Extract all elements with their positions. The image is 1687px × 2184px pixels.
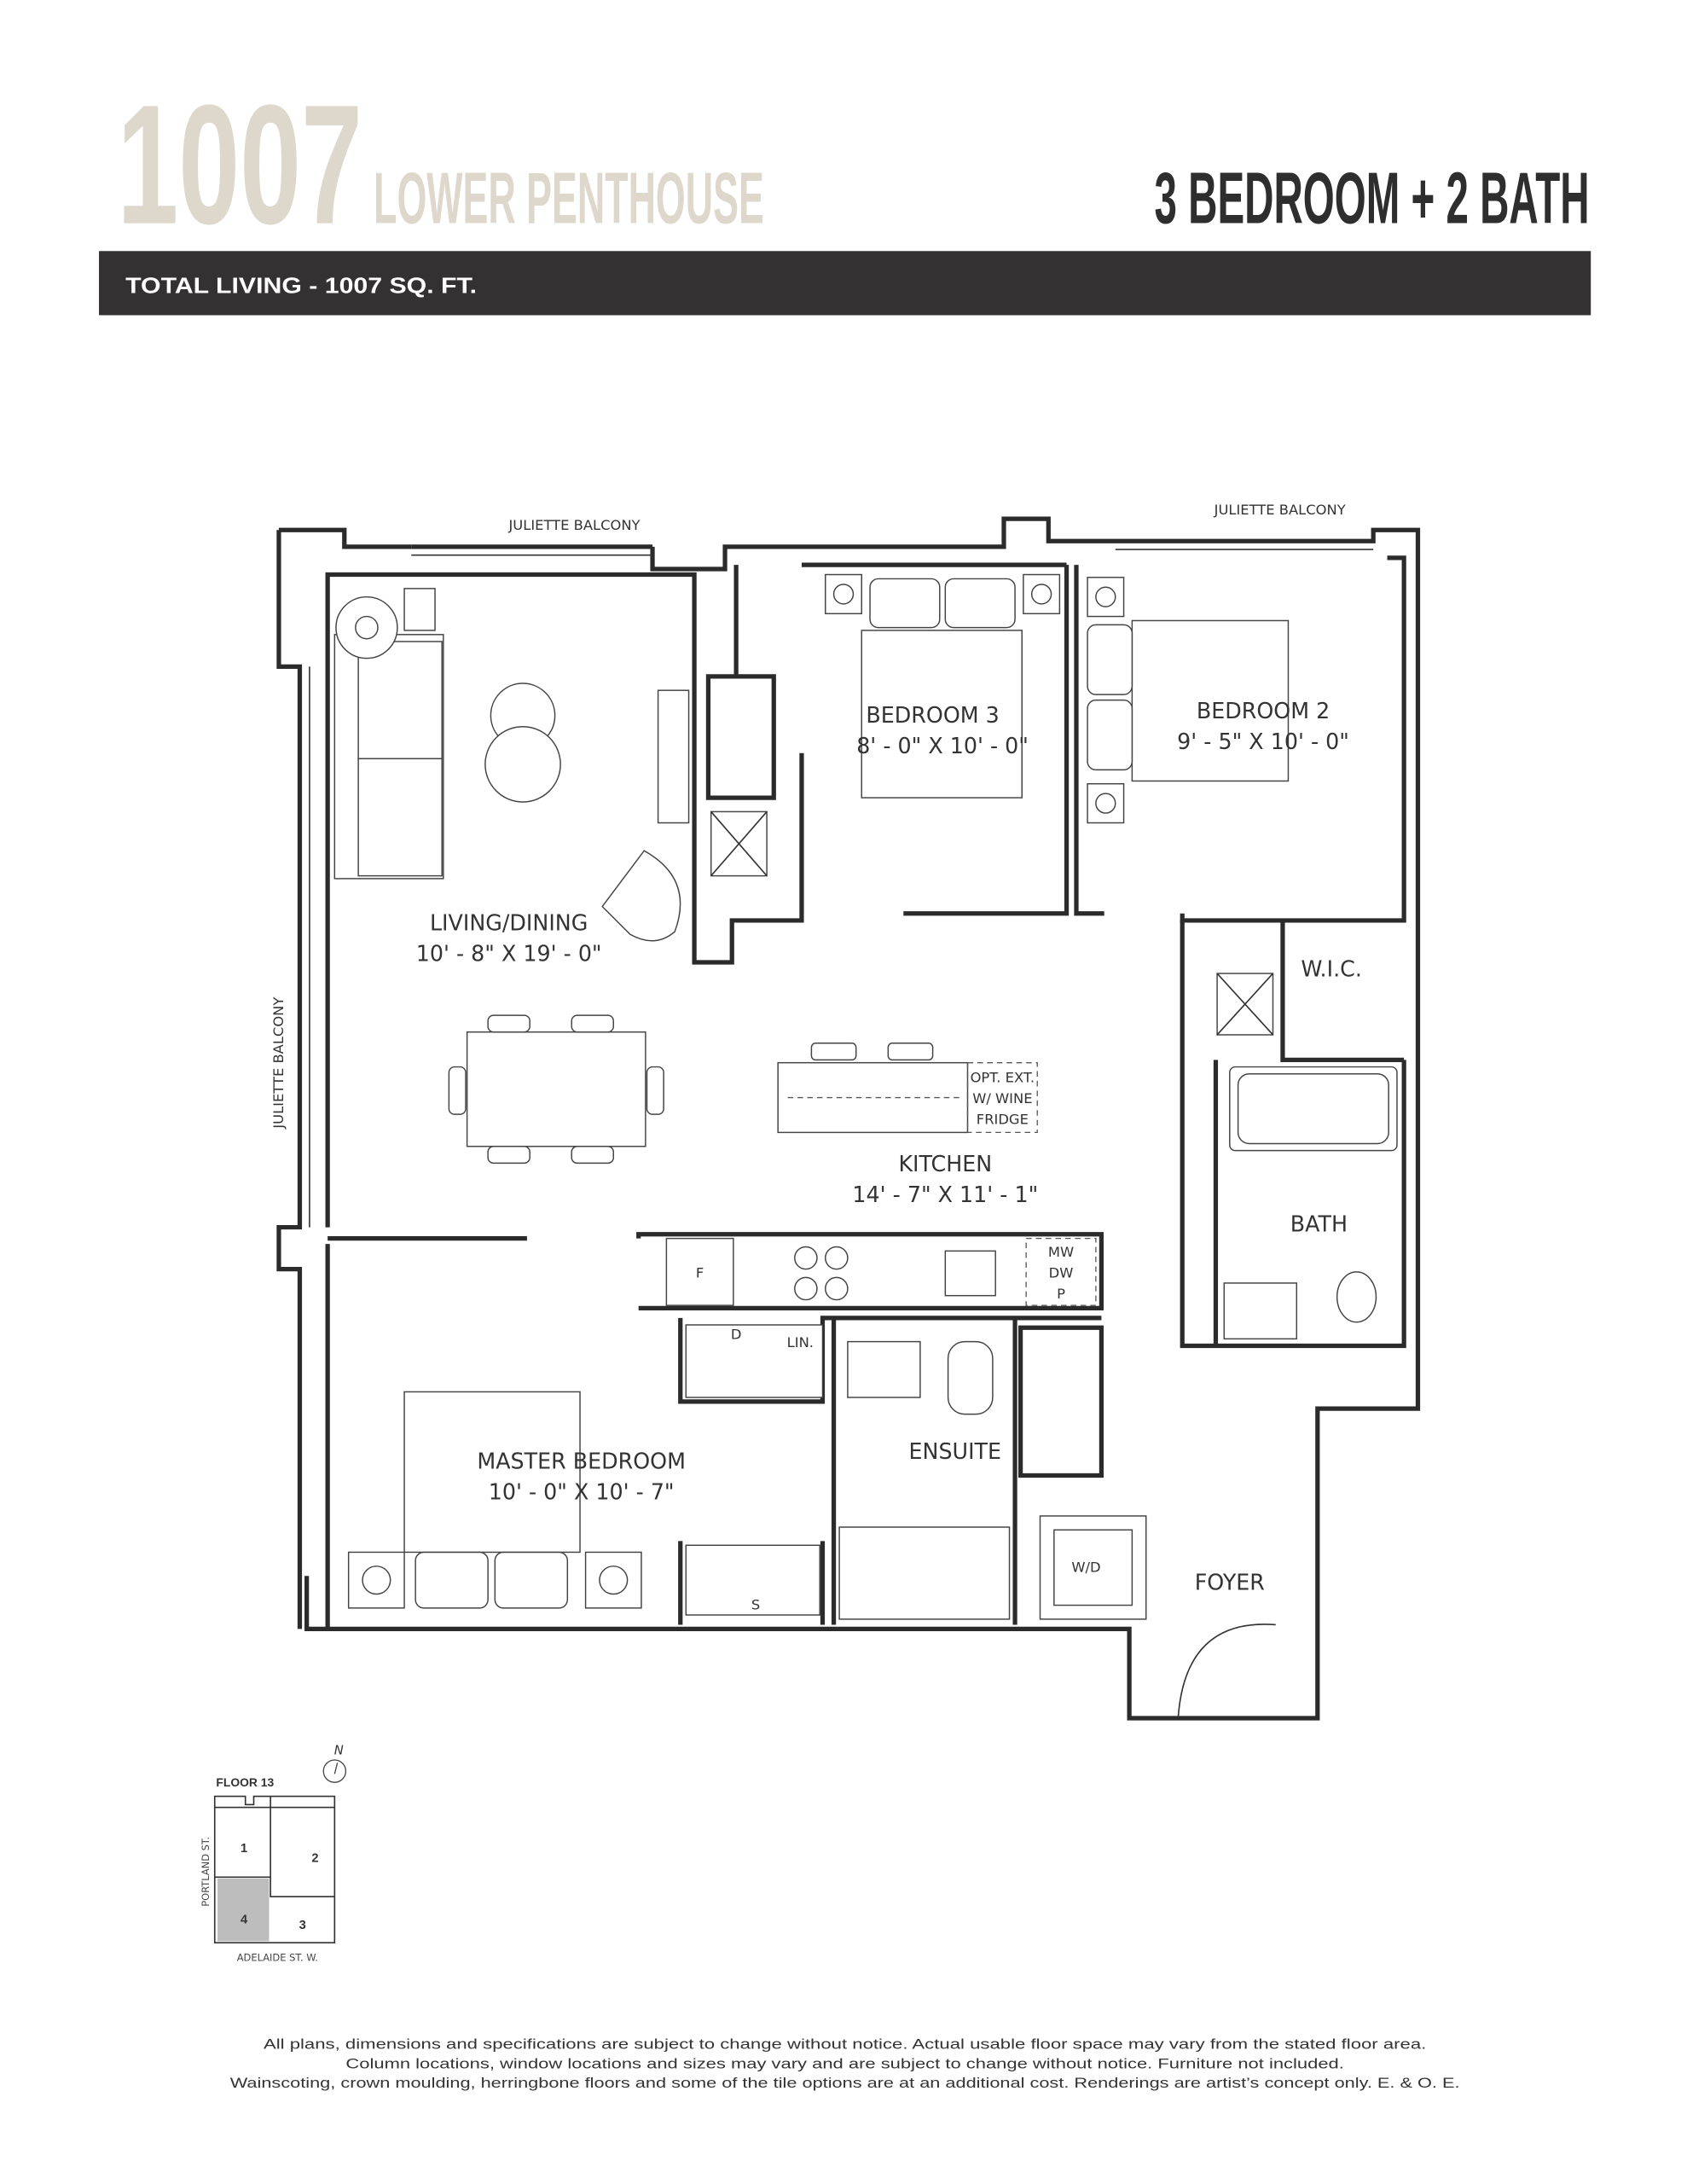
foyer-label: FOYER (1195, 1570, 1265, 1595)
disclaimer-line-3: Wainscoting, crown moulding, herringbone… (230, 2076, 1460, 2091)
storage-label: S (751, 1596, 760, 1612)
master-bedroom-label: MASTER BEDROOM (477, 1448, 686, 1473)
linen-label: LIN. (787, 1334, 814, 1350)
kitchen-dimensions: 14' - 7" X 11' - 1" (852, 1182, 1038, 1207)
key-unit-2: 2 (311, 1851, 318, 1865)
bedroom-2-dimensions: 9' - 5" X 10' - 0" (1177, 729, 1349, 754)
key-unit-4: 4 (241, 1913, 248, 1926)
unit-layout: 3 BEDROOM + 2 BATH (1155, 159, 1590, 240)
key-unit-3: 3 (299, 1919, 306, 1932)
north-label: N (334, 1743, 344, 1757)
adelaide-street-label: ADELAIDE ST. W. (237, 1951, 318, 1963)
bedroom-3-dimensions: 8' - 0" X 10' - 0" (856, 733, 1029, 758)
wine-label: W/ WINE (972, 1090, 1032, 1107)
balcony-label-top-left: JULIETTE BALCONY (507, 517, 640, 533)
living-dining-dimensions: 10' - 8" X 19' - 0" (416, 940, 602, 966)
summary-bar (99, 251, 1591, 316)
balcony-label-top-right: JULIETTE BALCONY (1214, 502, 1346, 518)
dishwasher-label: DW (1049, 1264, 1074, 1281)
key-plan: N FLOOR 13 1 2 3 4 PORTLAND ST. ADELAIDE… (200, 1743, 347, 1963)
ensuite-label: ENSUITE (909, 1438, 1002, 1464)
kitchen-label: KITCHEN (898, 1151, 992, 1176)
fridge-opt-label: FRIDGE (977, 1112, 1029, 1128)
key-unit-1: 1 (241, 1842, 247, 1856)
portland-street-label: PORTLAND ST. (200, 1837, 212, 1907)
unit-type: LOWER PENTHOUSE (374, 159, 764, 240)
disclaimer-line-1: All plans, dimensions and specifications… (264, 2036, 1426, 2052)
living-dining-label: LIVING/DINING (430, 909, 588, 935)
unit-number: 1007 (117, 70, 362, 260)
washer-dryer-label: W/D (1071, 1559, 1100, 1575)
disclaimer: All plans, dimensions and specifications… (230, 2036, 1460, 2091)
master-bedroom-dimensions: 10' - 0" X 10' - 7" (489, 1478, 675, 1504)
floor-label: FLOOR 13 (216, 1775, 274, 1789)
wic-label: W.I.C. (1301, 956, 1361, 981)
disclaimer-line-2: Column locations, window locations and s… (345, 2056, 1343, 2071)
opt-ext-label: OPT. EXT. (971, 1070, 1035, 1086)
pantry-label: P (1057, 1286, 1065, 1302)
compass-icon (322, 1759, 347, 1783)
microwave-label: MW (1048, 1244, 1074, 1260)
bedroom-2-label: BEDROOM 2 (1197, 698, 1330, 723)
bedroom-3-label: BEDROOM 3 (866, 702, 999, 728)
exterior-wall (276, 516, 1421, 1721)
balcony-label-left: JULIETTE BALCONY (270, 997, 287, 1130)
key-unit-4-highlight (217, 1878, 270, 1942)
floor-plan (276, 516, 1421, 1721)
fridge-label: F (696, 1264, 704, 1281)
dryer-label: D (731, 1326, 742, 1342)
bath-label: BATH (1290, 1211, 1348, 1236)
total-living: TOTAL LIVING - 1007 SQ. FT. (125, 272, 477, 298)
